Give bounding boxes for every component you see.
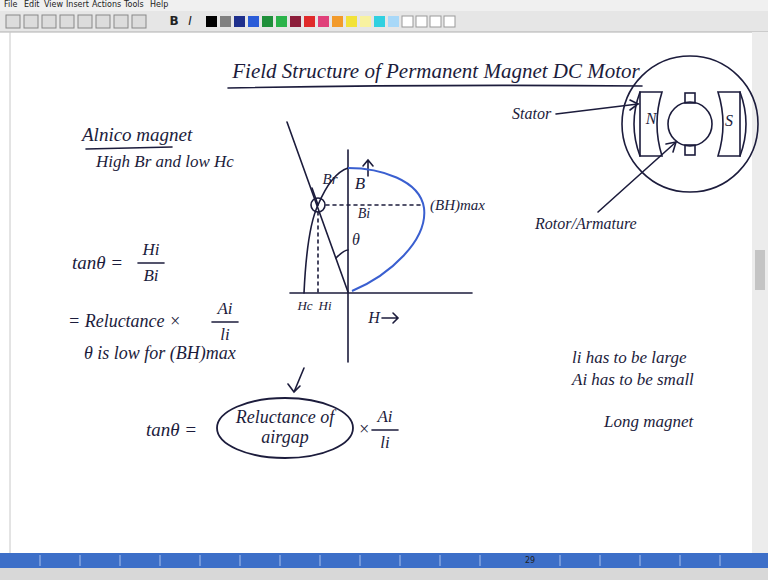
menu-text: Actions [92,1,121,10]
rotor [668,102,712,146]
menu-bar [0,0,768,11]
menu-text: 29 [525,557,535,566]
projection-line [326,204,420,206]
handwritten-label: × [358,420,370,440]
leader-line [556,104,638,114]
handwritten-label: = Reluctance × [68,312,181,332]
handwritten-label: Ai [217,300,232,319]
term-text: Reluctance of airgap [235,408,335,448]
handwritten-label: Hi [319,299,332,313]
circled-term: Reluctance of airgap [215,396,355,460]
menu-text: Insert [66,1,89,10]
handwritten-label: High Br and low Hc [96,153,234,172]
scroll-thumb [755,250,765,290]
page-strip [0,553,768,568]
handwritten-label: Stator [512,105,551,123]
brush [685,145,695,155]
menu-text: B [169,15,178,28]
toolbar-edge [0,32,768,33]
h-axis [290,292,472,294]
load-line [287,122,348,292]
pole-back [740,92,746,156]
menu-text: View [44,1,63,10]
scrollbar [752,32,768,553]
leader-line [598,142,676,212]
fraction-bar [138,262,164,264]
handwritten-label: Bi [358,206,370,221]
load-line [312,188,318,205]
handwritten-label: Ai [377,408,392,427]
page-ticks [40,555,720,566]
handwritten-label: Bi [143,267,158,286]
heading-underline [86,147,172,149]
handwritten-label: Alnico magnet [82,125,192,146]
title-underline [228,85,642,88]
handwritten-label: N [646,110,657,128]
brush [685,93,695,103]
handwriting-strokes [86,56,758,430]
handwritten-label: tanθ = [146,420,197,441]
handwritten-label: Hi [143,241,160,260]
handwritten-label: H [368,309,380,327]
fraction-bar [212,321,238,323]
menu-text: Edit [24,1,40,10]
handwritten-label: (BH)max [430,197,485,214]
leader-arrowhead [630,100,638,110]
menu-text: I [188,15,192,28]
page-margin [10,32,11,553]
slide-title: Field Structure of Permanent Magnet DC M… [232,60,640,83]
handwritten-label: B [355,175,365,194]
axis-arrow [382,313,398,323]
angle-arc [336,250,348,258]
handwritten-label: θ is low for (BH)max [84,344,236,364]
pointer-arrow [288,368,304,392]
handwritten-label: Ai has to be small [572,371,694,390]
handwritten-label: Rotor/Armature [535,215,637,233]
menu-text: Tools [124,1,144,10]
leader-arrowhead [666,142,676,152]
projection-line [317,212,319,292]
menu-text: Help [150,1,168,10]
energy-product-curve [348,168,424,291]
handwritten-label: Br [323,171,338,188]
handwritten-label: Hc [297,299,312,313]
handwritten-label: tanθ = [72,253,123,274]
handwritten-label: Long magnet [604,413,693,432]
handwritten-label: li has to be large [572,349,687,368]
handwritten-label: θ [352,231,360,249]
toolbar [0,11,768,32]
operating-point [311,198,325,212]
toolbar-swatches [6,15,455,28]
status-bar [0,568,768,580]
handwritten-label: li [220,326,229,345]
handwritten-label: S [725,112,733,130]
north-pole [640,92,662,156]
ellipse-outline [217,398,353,458]
south-pole [718,92,740,156]
fraction-bar [372,429,398,431]
handwritten-label: li [380,434,389,453]
menu-text: File [4,1,17,10]
b-axis [347,150,349,362]
